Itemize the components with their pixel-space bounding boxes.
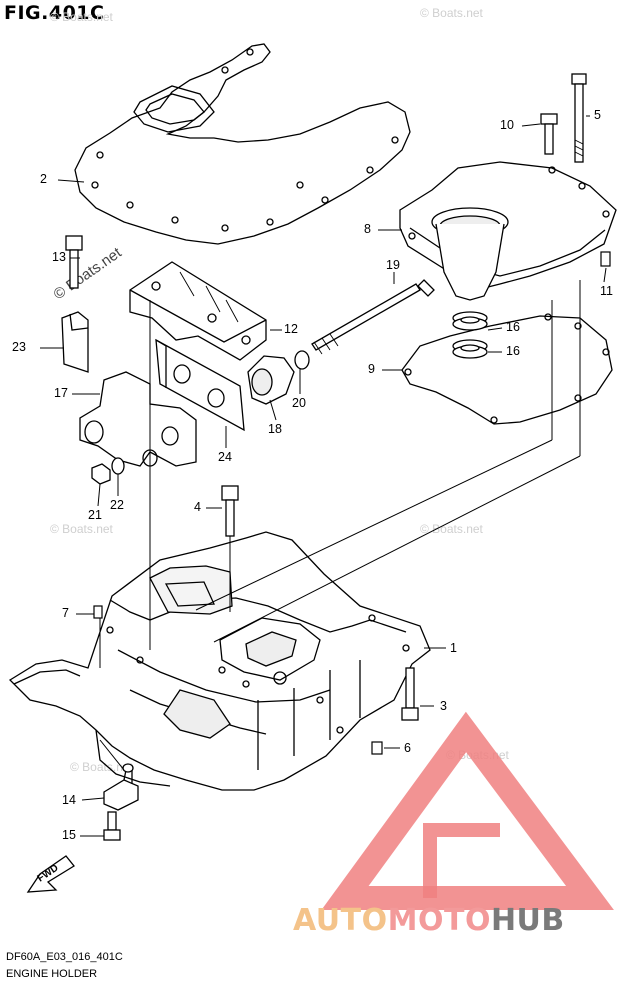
callout-22: 22 (110, 498, 124, 512)
fitting-14 (103, 763, 139, 811)
callout-19: 19 (386, 258, 400, 272)
brand-moto: MOTO (387, 903, 491, 938)
callout-1: 1 (450, 641, 457, 655)
brand-auto: AUTO (293, 903, 388, 938)
callout-10: 10 (500, 118, 514, 132)
engine-holder-1 (8, 531, 431, 791)
nut-21 (91, 463, 111, 485)
callout-13: 13 (52, 250, 66, 264)
bolt-5 (571, 73, 587, 163)
callout-15: 15 (62, 828, 76, 842)
callout-5: 5 (594, 108, 601, 122)
watermark: © Boats.net (420, 522, 483, 536)
bushing-18 (247, 355, 295, 405)
figure-code: DF60A_E03_016_401C (6, 951, 123, 963)
watermark: © Boats.net (50, 522, 113, 536)
watermark: © Boats.net (420, 6, 483, 20)
callout-23: 23 (12, 340, 26, 354)
pin-7 (93, 605, 103, 619)
callout-12: 12 (284, 322, 298, 336)
pin-6 (371, 741, 383, 755)
callout-17: 17 (54, 386, 68, 400)
leader-lines (40, 115, 607, 837)
bolt-10 (540, 113, 558, 155)
bolt-3 (401, 667, 419, 721)
callout-9: 9 (368, 362, 375, 376)
bolt-15 (103, 811, 121, 841)
brand-logo-icon (321, 711, 614, 910)
callout-11: 11 (600, 284, 613, 298)
plate-23 (61, 311, 89, 373)
callout-16a: 16 (506, 320, 520, 334)
watermark: © Boats.net (70, 760, 133, 774)
callout-8: 8 (364, 222, 371, 236)
figure-title: FIG.401C (4, 2, 105, 24)
callout-20: 20 (292, 396, 306, 410)
fwd-arrow: FWD (26, 855, 75, 893)
bolt-19 (311, 279, 435, 355)
callout-4: 4 (194, 500, 201, 514)
callout-6: 6 (404, 741, 411, 755)
callout-14: 14 (62, 793, 76, 807)
pin-11 (600, 251, 611, 267)
callout-3: 3 (440, 699, 447, 713)
callout-21: 21 (88, 508, 102, 522)
callout-18: 18 (268, 422, 282, 436)
bolt-4 (221, 485, 239, 537)
callout-7: 7 (62, 606, 69, 620)
brand-wordmark: AUTOMOTOHUB (293, 903, 565, 938)
brand-hub: HUB (490, 903, 565, 938)
cover-8 (399, 161, 617, 301)
watermark: © Boats.net (50, 10, 113, 24)
bracket-12 (129, 261, 267, 361)
callout-2: 2 (40, 172, 47, 186)
gasket-2 (74, 43, 411, 245)
seal-16 (452, 311, 488, 359)
plate-24 (155, 338, 245, 432)
gasket-9 (401, 313, 613, 425)
bolt-13 (65, 235, 83, 289)
alignment-lines (99, 280, 581, 771)
washer-20 (294, 350, 310, 370)
figure-name: ENGINE HOLDER (6, 968, 98, 980)
callout-24: 24 (218, 450, 232, 464)
washer-22 (111, 457, 125, 475)
callout-16b: 16 (506, 344, 520, 358)
